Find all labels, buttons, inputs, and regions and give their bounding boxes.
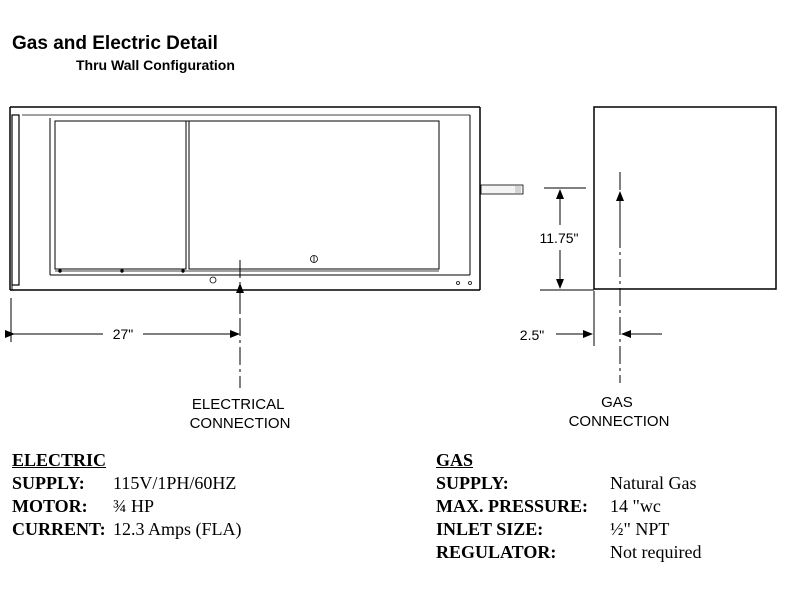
electric-heading: ELECTRIC bbox=[12, 450, 107, 470]
spec-label: INLET SIZE: bbox=[436, 519, 544, 539]
spec-value: Not required bbox=[610, 542, 702, 562]
gas-heading: GAS bbox=[436, 450, 474, 470]
spec-label: REGULATOR: bbox=[436, 542, 557, 562]
page-title: Gas and Electric Detail bbox=[12, 33, 218, 54]
spec-value: Natural Gas bbox=[610, 473, 697, 493]
spec-row: MOTOR: ¾ HP bbox=[12, 495, 242, 518]
gas-connection-label: GAS CONNECTION bbox=[569, 394, 670, 430]
width-dimension-label: 27" bbox=[113, 326, 134, 342]
spec-value: 14 "wc bbox=[610, 496, 661, 516]
spec-value: ½" NPT bbox=[610, 519, 670, 539]
spec-row: SUPPLY: Natural Gas bbox=[436, 472, 701, 495]
height-dimension bbox=[540, 187, 594, 291]
page-subtitle: Thru Wall Configuration bbox=[76, 57, 235, 73]
spec-label: SUPPLY: bbox=[12, 473, 85, 493]
unit-front-view bbox=[9, 106, 481, 291]
spec-row: CURRENT: 12.3 Amps (FLA) bbox=[12, 518, 242, 541]
spec-label: MOTOR: bbox=[12, 496, 88, 516]
spec-row: SUPPLY: 115V/1PH/60HZ bbox=[12, 472, 242, 495]
offset-dimension bbox=[556, 291, 662, 346]
spec-row: INLET SIZE: ½" NPT bbox=[436, 518, 701, 541]
spec-value: 12.3 Amps (FLA) bbox=[113, 519, 242, 539]
spec-value: 115V/1PH/60HZ bbox=[113, 473, 237, 493]
unit-side-view bbox=[593, 106, 777, 290]
gas-pipe-stub bbox=[480, 184, 524, 195]
electrical-connection-label: ELECTRICAL CONNECTION bbox=[190, 396, 291, 432]
spec-value: ¾ HP bbox=[113, 496, 155, 516]
spec-row: MAX. PRESSURE: 14 "wc bbox=[436, 495, 701, 518]
width-dimension bbox=[5, 298, 240, 342]
electric-spec-table: ELECTRIC SUPPLY: 115V/1PH/60HZ MOTOR: ¾ HP… bbox=[12, 449, 242, 541]
spec-label: MAX. PRESSURE: bbox=[436, 496, 589, 516]
spec-row: REGULATOR: Not required bbox=[436, 541, 701, 564]
gas-spec-table: GAS SUPPLY: Natural Gas MAX. PRESSURE: 14 … bbox=[436, 449, 701, 564]
spec-label: SUPPLY: bbox=[436, 473, 509, 493]
height-dimension-label: 11.75" bbox=[540, 230, 579, 246]
offset-dimension-label: 2.5" bbox=[520, 327, 544, 343]
spec-label: CURRENT: bbox=[12, 519, 106, 539]
